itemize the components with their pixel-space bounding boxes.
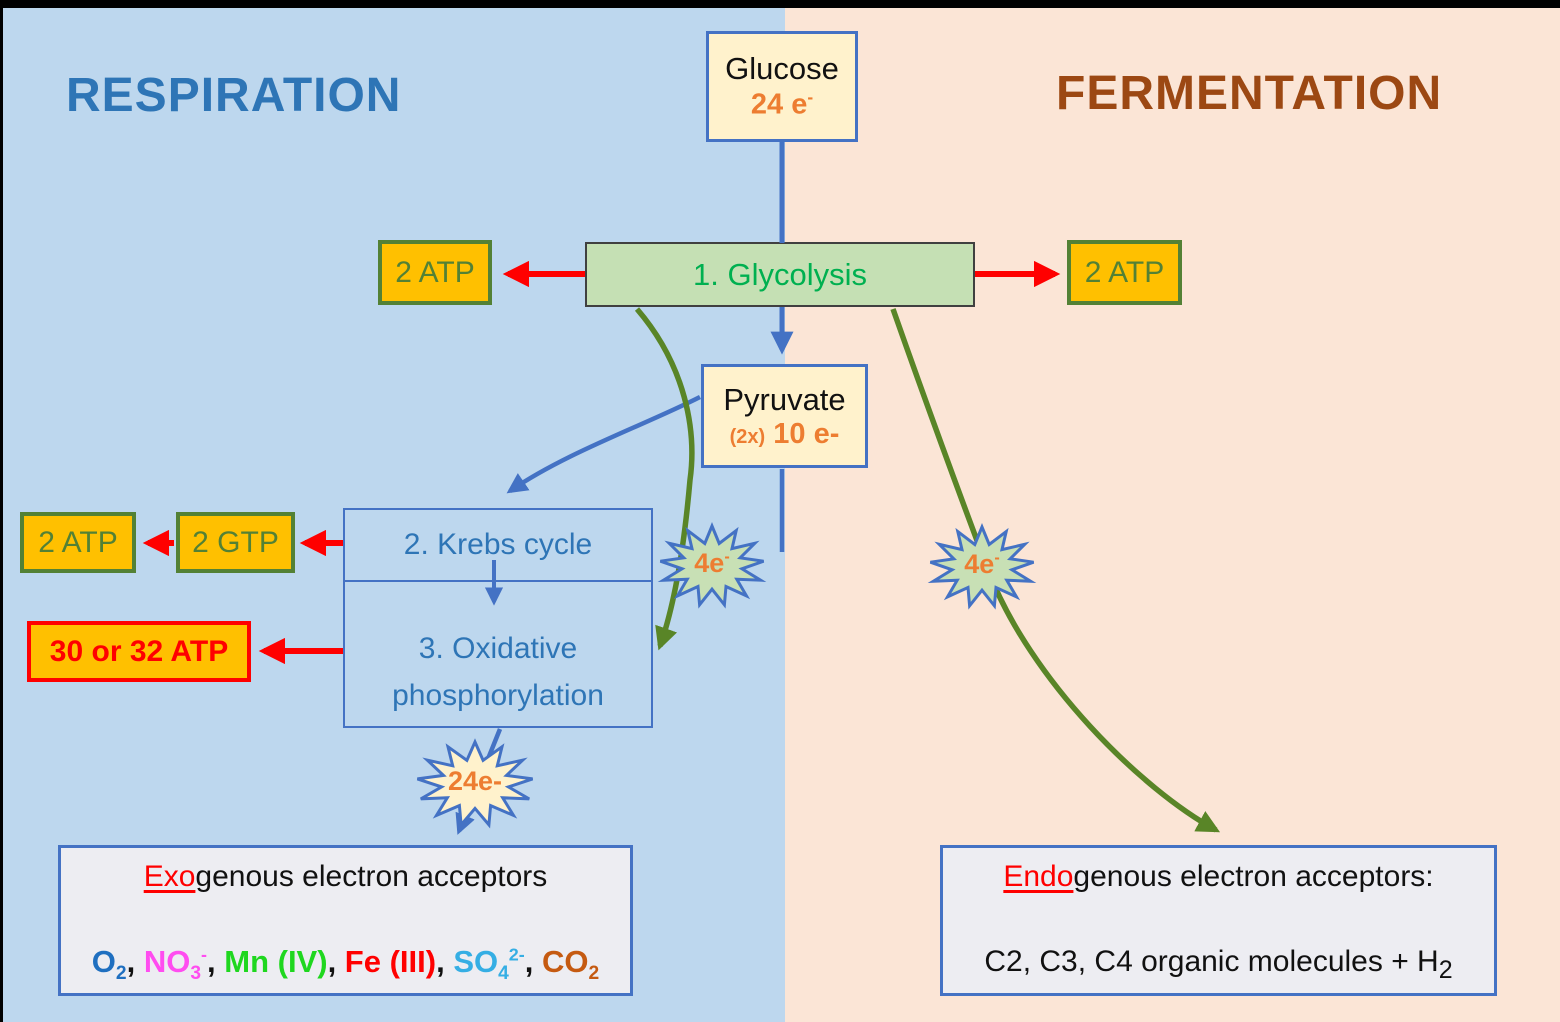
glycolysis-label: 1. Glycolysis (693, 256, 867, 292)
glycolysis-box: 1. Glycolysis (585, 242, 975, 307)
glucose-label: Glucose (725, 51, 839, 87)
acceptor-no3: NO3- (143, 943, 208, 984)
left-edge-bar (0, 0, 3, 1022)
exogenous-acceptors-box: Exogenous electron acceptors O2, NO3-, M… (58, 845, 633, 996)
atp-box-glycolysis-right: 2 ATP (1067, 240, 1182, 305)
krebs-cycle-label: 2. Krebs cycle (403, 528, 593, 561)
gtp-box-krebs: 2 GTP (176, 512, 295, 573)
oxidative-phosphorylation-label: 3. Oxidative phosphorylation (345, 580, 651, 725)
oxphos-line2: phosphorylation (392, 678, 604, 712)
glucose-electrons: 24 e- (750, 86, 814, 121)
pyruvate-label: Pyruvate (723, 381, 846, 417)
glucose-box: Glucose 24 e- (706, 31, 858, 142)
pyruvate-electrons: (2x) 10 e- (729, 418, 840, 451)
acceptor-fe: Fe (III) (344, 943, 437, 979)
exogenous-title: Exogenous electron acceptors (143, 860, 548, 893)
fermentation-title: FERMENTATION (1056, 67, 1443, 120)
electrons-4e-left-label: 4e- (694, 548, 730, 578)
exogenous-acceptor-list: O2, NO3-, Mn (IV), Fe (III), SO42-, CO2 (91, 943, 600, 984)
endogenous-title: Endogenous electron acceptors: (1003, 860, 1434, 893)
atp-box-oxphos: 30 or 32 ATP (27, 621, 251, 682)
acceptor-so4: SO42- (453, 943, 525, 984)
endogenous-content: C2, C3, C4 organic molecules + H2 (984, 945, 1453, 984)
krebs-oxphos-box: 2. Krebs cycle 3. Oxidative phosphorylat… (343, 508, 653, 728)
acceptor-o2: O2 (91, 943, 127, 984)
respiration-title: RESPIRATION (66, 69, 402, 122)
oxphos-line1: 3. Oxidative (418, 632, 578, 665)
acceptor-mn: Mn (IV) (224, 943, 328, 979)
top-edge-bar (0, 0, 1560, 8)
acceptor-co2: CO2 (542, 943, 600, 984)
atp-box-krebs: 2 ATP (20, 512, 136, 573)
pyruvate-box: Pyruvate (2x) 10 e- (701, 364, 868, 468)
endogenous-acceptors-box: Endogenous electron acceptors: C2, C3, C… (940, 845, 1497, 996)
electrons-4e-right-label: 4e- (964, 549, 1000, 579)
electrons-24e-label: 24e- (447, 766, 503, 796)
atp-box-glycolysis-left: 2 ATP (378, 240, 492, 305)
